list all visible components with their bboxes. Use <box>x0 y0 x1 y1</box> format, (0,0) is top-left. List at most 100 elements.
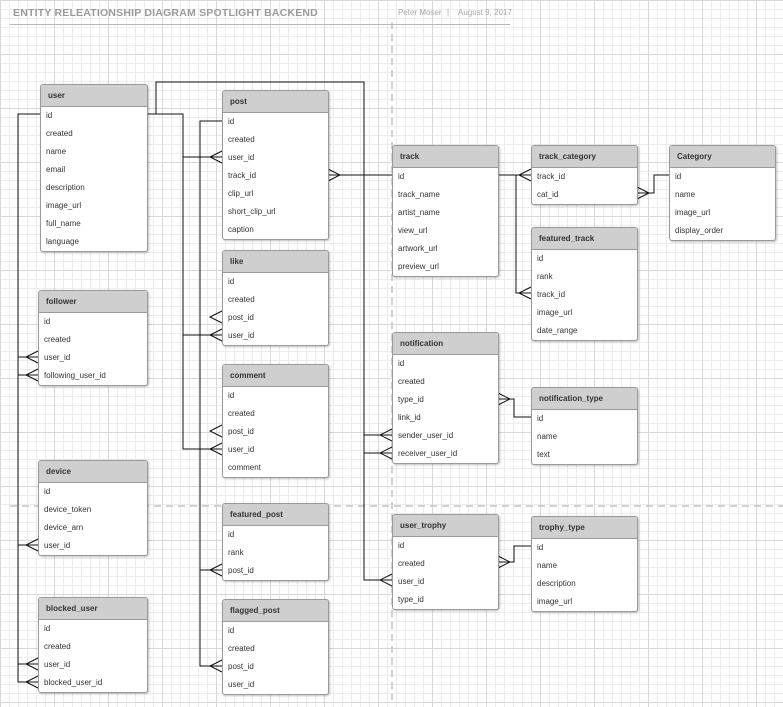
attr-track-artist-name: artist_name <box>398 208 440 217</box>
attr-device-arn: device_arn <box>44 523 84 532</box>
entity-featured-post[interactable]: featured_post id rank post_id <box>222 503 329 581</box>
attr-post-id: id <box>228 117 235 126</box>
entity-header-flagged-post: flagged_post <box>223 600 328 622</box>
crows-foot-blocked-user-id <box>24 657 39 671</box>
diagram-title: ENTITY RELEATIONSHIP DIAGRAM SPOTLIGHT B… <box>13 7 318 19</box>
entity-post[interactable]: post id created user_id track_id clip_ur… <box>222 90 329 240</box>
attr-notification-type-text: text <box>537 450 550 459</box>
attr-trophy-type-description: description <box>537 579 576 588</box>
entity-flagged-post[interactable]: flagged_post id created post_id user_id <box>222 599 329 695</box>
crows-foot-post-user-id <box>208 150 223 164</box>
entity-featured-track[interactable]: featured_track id rank track_id image_ur… <box>531 227 638 341</box>
crows-foot-post-track-id <box>327 168 342 182</box>
crows-foot-user-trophy-type-id <box>497 555 512 569</box>
attr-post-caption: caption <box>228 225 254 234</box>
crows-foot-comment-user-id <box>208 442 223 456</box>
category-to-track-category-line <box>637 174 669 194</box>
entity-follower[interactable]: follower id created user_id following_us… <box>38 290 148 386</box>
entity-notification-type[interactable]: notification_type id name text <box>531 387 638 465</box>
entity-notification[interactable]: notification id created type_id link_id … <box>392 332 499 464</box>
attr-category-name: name <box>675 190 696 199</box>
entity-trophy-type[interactable]: trophy_type id name description image_ur… <box>531 516 638 612</box>
crows-foot-flagged-post-id <box>208 659 223 673</box>
attr-notification-link-id: link_id <box>398 413 421 422</box>
entity-header-post: post <box>223 91 328 113</box>
attr-track-category-track-id: track_id <box>537 172 566 181</box>
attr-user-name: name <box>46 147 67 156</box>
entity-blocked-user[interactable]: blocked_user id created user_id blocked_… <box>38 597 148 693</box>
attr-track-name: track_name <box>398 190 440 199</box>
attr-blocked-user-blocked-user-id: blocked_user_id <box>44 678 103 687</box>
crows-foot-notification-receiver <box>378 446 393 460</box>
header-rule <box>10 24 510 25</box>
entity-header-track-category: track_category <box>532 146 637 168</box>
entity-category[interactable]: Category id name image_url display_order <box>669 145 776 241</box>
attr-featured-post-post-id: post_id <box>228 566 254 575</box>
user-to-comment-user-id-line <box>182 335 222 450</box>
attr-comment-id: id <box>228 391 235 400</box>
attr-track-preview-url: preview_url <box>398 262 439 271</box>
entity-track-category[interactable]: track_category track_id cat_id <box>531 145 638 205</box>
entity-like[interactable]: like id created post_id user_id <box>222 250 329 346</box>
notification-type-to-notification-line <box>498 398 531 418</box>
attr-follower-following-user-id: following_user_id <box>44 371 106 380</box>
attr-user-created: created <box>46 129 73 138</box>
attr-notification-type-name: name <box>537 432 558 441</box>
entity-comment[interactable]: comment id created post_id user_id comme… <box>222 364 329 478</box>
attr-category-display-order: display_order <box>675 226 724 235</box>
crows-foot-track-category-track-id <box>517 168 532 182</box>
attr-user-full-name: full_name <box>46 219 81 228</box>
crows-foot-follower-following <box>24 368 39 382</box>
attr-notification-receiver-user-id: receiver_user_id <box>398 449 458 458</box>
attr-post-created: created <box>228 135 255 144</box>
attr-flagged-post-id: id <box>228 626 235 635</box>
user-to-like-user-id-line <box>182 157 222 336</box>
attr-track-category-cat-id: cat_id <box>537 190 559 199</box>
attr-post-short-clip-url: short_clip_url <box>228 207 276 216</box>
crows-foot-track-category-cat-id <box>636 186 651 200</box>
attr-post-clip-url: clip_url <box>228 189 254 198</box>
attr-follower-user-id: user_id <box>44 353 71 362</box>
attr-user-language: language <box>46 237 79 246</box>
crows-foot-featured-track-id <box>517 286 532 300</box>
entity-header-like: like <box>223 251 328 273</box>
attr-flagged-post-post-id: post_id <box>228 662 254 671</box>
post-to-flagged-post-line <box>199 570 222 667</box>
post-to-featured-post-line <box>199 120 222 571</box>
entity-header-comment: comment <box>223 365 328 387</box>
attr-device-user-id: user_id <box>44 541 71 550</box>
entity-user[interactable]: user id created name email description i… <box>40 84 148 252</box>
attr-user-trophy-user-id: user_id <box>398 577 425 586</box>
crows-foot-markers <box>24 150 651 689</box>
attr-user-trophy-type-id: type_id <box>398 595 424 604</box>
attr-flagged-post-created: created <box>228 644 255 653</box>
crows-foot-blocked-blocked-id <box>24 675 39 689</box>
user-to-flagged-post-user-id-line <box>147 81 392 581</box>
user-to-follower-and-device-line <box>17 113 40 664</box>
attr-user-email: email <box>46 165 66 174</box>
user-to-blocked-user-id-line <box>17 664 38 683</box>
trophy-type-to-user-trophy-line <box>498 545 531 563</box>
attr-category-image-url: image_url <box>675 208 711 217</box>
entity-device[interactable]: device id device_token device_arn user_i… <box>38 460 148 556</box>
entity-header-featured-track: featured_track <box>532 228 637 250</box>
attr-user-id: id <box>46 111 53 120</box>
attr-featured-track-id: id <box>537 254 544 263</box>
attr-device-id: id <box>44 487 51 496</box>
entity-header-featured-post: featured_post <box>223 504 328 526</box>
attr-user-trophy-created: created <box>398 559 425 568</box>
attr-featured-post-id: id <box>228 530 235 539</box>
attr-comment-post-id: post_id <box>228 427 254 436</box>
diagram-header: ENTITY RELEATIONSHIP DIAGRAM SPOTLIGHT B… <box>0 0 783 26</box>
entity-user-trophy[interactable]: user_trophy id created user_id type_id <box>392 514 499 610</box>
attr-user-image-url: image_url <box>46 201 82 210</box>
entity-header-track: track <box>393 146 498 168</box>
attr-follower-created: created <box>44 335 71 344</box>
attr-featured-post-rank: rank <box>228 548 244 557</box>
entity-header-user: user <box>41 85 147 107</box>
entity-header-user-trophy: user_trophy <box>393 515 498 537</box>
entity-track[interactable]: track id track_name artist_name view_url… <box>392 145 499 277</box>
entity-header-trophy-type: trophy_type <box>532 517 637 539</box>
crows-foot-device-user-id <box>24 538 39 552</box>
